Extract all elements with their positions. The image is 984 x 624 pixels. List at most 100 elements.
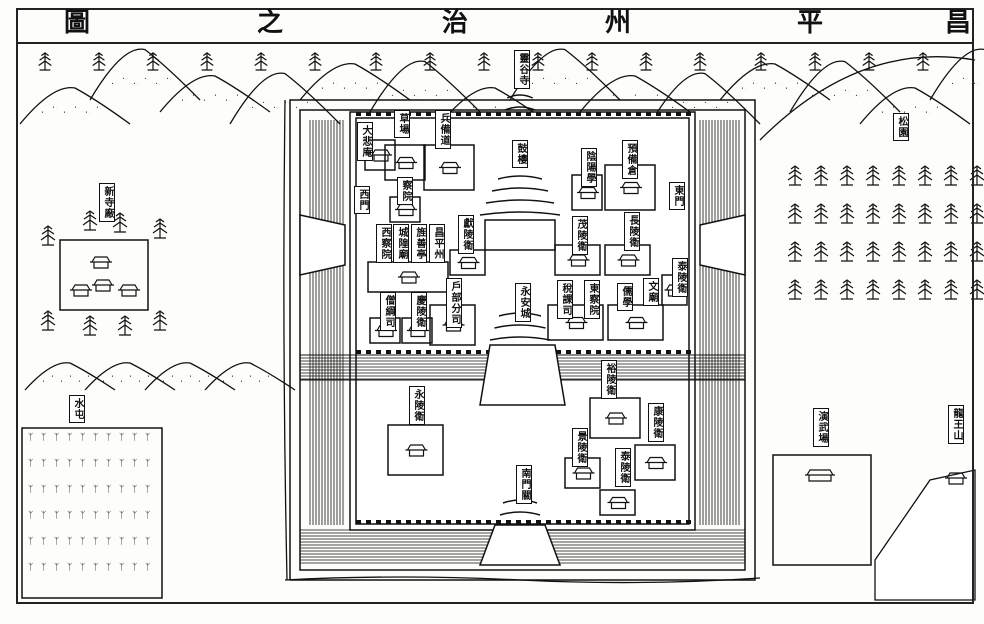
hall-icon bbox=[70, 284, 92, 297]
mountain-stipple bbox=[785, 87, 791, 90]
drum-tower-base bbox=[484, 219, 556, 251]
pine-tree-icon bbox=[839, 165, 855, 186]
pine-tree-icon bbox=[40, 225, 56, 246]
label-yongling-guard: 永陵衛 bbox=[409, 386, 425, 425]
label-military-circuit: 兵備道 bbox=[435, 110, 451, 149]
crop-mark: ᛉ bbox=[41, 562, 46, 573]
battlement bbox=[596, 520, 601, 524]
pine-tree-icon bbox=[917, 279, 933, 300]
mountain-stipple bbox=[671, 106, 677, 109]
battlement bbox=[386, 520, 391, 524]
hall-icon bbox=[457, 256, 480, 270]
mountain-stipple bbox=[122, 77, 128, 80]
pine-tree-icon bbox=[423, 52, 437, 71]
crop-mark: ᛉ bbox=[67, 510, 72, 521]
crop-mark: ᛉ bbox=[145, 484, 150, 495]
battlement bbox=[476, 350, 481, 354]
mountain-stipple bbox=[531, 82, 537, 85]
mountain-stipple bbox=[166, 77, 172, 80]
battlement bbox=[476, 112, 481, 116]
mountain-stipple bbox=[295, 106, 301, 109]
hall-icon bbox=[92, 279, 114, 292]
title-char: 圖 bbox=[64, 8, 91, 38]
mountain-stipple bbox=[51, 375, 57, 378]
crop-mark: ᛉ bbox=[119, 536, 124, 547]
pine-tree-icon bbox=[92, 52, 106, 71]
battlement bbox=[556, 112, 561, 116]
mountain-stipple bbox=[258, 380, 264, 383]
hall-icon bbox=[945, 472, 967, 485]
mountain bbox=[19, 87, 131, 125]
pine-tree-icon bbox=[943, 203, 959, 224]
hall-icon bbox=[405, 444, 428, 457]
pine-tree-icon bbox=[839, 203, 855, 224]
battlement bbox=[626, 520, 631, 524]
pine-tree-icon bbox=[813, 241, 829, 262]
pine-tree-icon bbox=[808, 52, 822, 71]
mountain-stipple bbox=[41, 111, 47, 114]
battlement bbox=[566, 112, 571, 116]
mountain-stipple bbox=[249, 375, 255, 378]
pine-tree-icon bbox=[152, 218, 168, 239]
title-char: 平 bbox=[797, 8, 824, 38]
hall-icon bbox=[90, 256, 112, 269]
mountain bbox=[299, 63, 411, 101]
pine-tree-icon bbox=[82, 315, 98, 336]
hall-icon bbox=[625, 316, 648, 330]
hall-icon bbox=[118, 284, 140, 297]
battlement bbox=[366, 112, 371, 116]
building-compound bbox=[599, 489, 636, 516]
battlement bbox=[466, 350, 471, 354]
battlement bbox=[526, 112, 531, 116]
label-grass-yard: 草場 bbox=[394, 110, 410, 138]
battlement bbox=[586, 112, 591, 116]
pine-tree-icon bbox=[969, 241, 984, 262]
crop-mark: ᛉ bbox=[145, 458, 150, 469]
crop-mark: ᛉ bbox=[80, 432, 85, 443]
crop-mark: ᛉ bbox=[28, 562, 33, 573]
battlement bbox=[516, 112, 521, 116]
mountain-stipple bbox=[147, 375, 153, 378]
hall-icon bbox=[645, 456, 667, 470]
label-new-temple-yard: 新寺廠 bbox=[99, 183, 115, 222]
crop-mark: ᛉ bbox=[119, 484, 124, 495]
label-granary: 預備倉 bbox=[622, 140, 638, 179]
mountain-stipple bbox=[741, 87, 747, 90]
battlement bbox=[416, 350, 421, 354]
mountain-stipple bbox=[133, 82, 139, 85]
label-tailing-guard-south: 泰陵衛 bbox=[615, 448, 631, 487]
battlement bbox=[426, 112, 431, 116]
battlement bbox=[556, 350, 561, 354]
battlement bbox=[546, 520, 551, 524]
pine-tree-icon bbox=[146, 52, 160, 71]
crop-mark: ᛉ bbox=[80, 458, 85, 469]
mountain-stipple bbox=[155, 82, 161, 85]
crop-mark: ᛉ bbox=[80, 562, 85, 573]
crop-mark: ᛉ bbox=[28, 510, 33, 521]
city-wall-inner bbox=[355, 117, 690, 525]
mountain-stipple bbox=[273, 106, 279, 109]
battlement bbox=[546, 112, 551, 116]
east-gate-tower bbox=[699, 214, 746, 276]
pagoda-roof bbox=[497, 175, 543, 180]
battlement bbox=[506, 112, 511, 116]
mountain-stipple bbox=[424, 89, 430, 92]
crop-mark: ᛉ bbox=[28, 432, 33, 443]
mountain-stipple bbox=[96, 106, 102, 109]
pagoda-roof bbox=[494, 324, 546, 329]
pine-tree-icon bbox=[943, 165, 959, 186]
mountain-stipple bbox=[973, 82, 979, 85]
battlement bbox=[466, 112, 471, 116]
battlement bbox=[686, 520, 691, 524]
building-compound bbox=[607, 304, 664, 341]
mountain-stipple bbox=[171, 375, 177, 378]
mountain bbox=[789, 60, 901, 113]
battlement bbox=[396, 350, 401, 354]
mountain bbox=[229, 72, 341, 125]
mountain-stipple bbox=[42, 380, 48, 383]
battlement bbox=[596, 112, 601, 116]
mountain-stipple bbox=[855, 94, 861, 97]
crop-mark: ᛉ bbox=[54, 562, 59, 573]
label-changling-guard: 長陵衛 bbox=[624, 212, 640, 251]
pine-tree-icon bbox=[969, 203, 984, 224]
